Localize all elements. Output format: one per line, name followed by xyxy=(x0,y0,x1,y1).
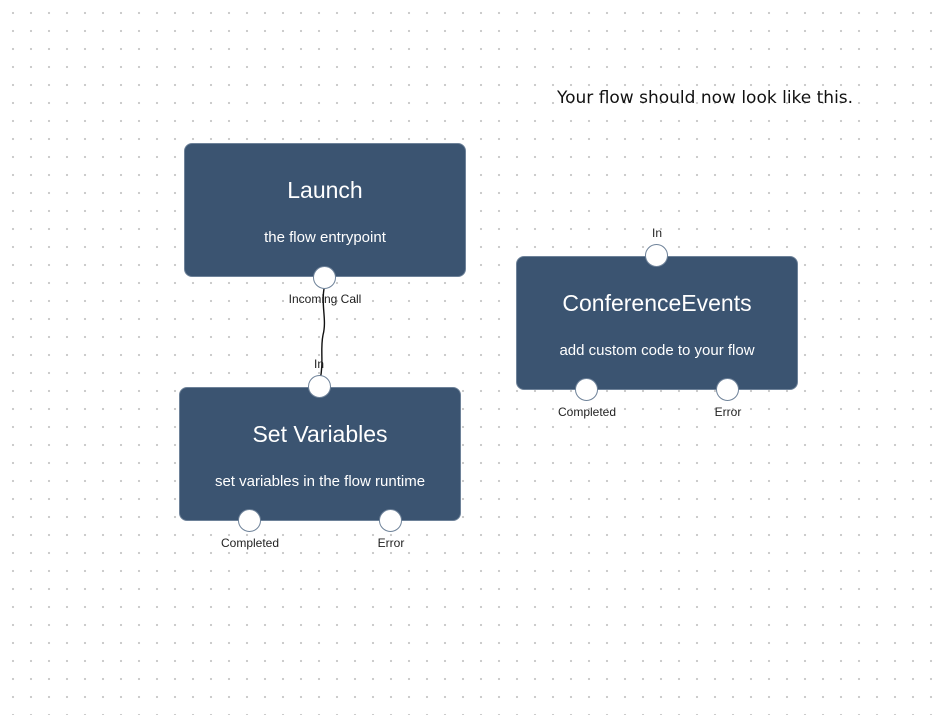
conference-events-completed-port[interactable] xyxy=(575,378,598,401)
conference-events-in-label: In xyxy=(651,226,663,240)
conference-events-description: add custom code to your flow xyxy=(559,342,755,359)
conference-events-error-port[interactable] xyxy=(716,378,739,401)
set-variables-error-port[interactable] xyxy=(379,509,402,532)
launch-incoming-call-port[interactable] xyxy=(313,266,336,289)
launch-incoming-call-label: Incoming Call xyxy=(288,292,362,306)
conference-events-title: ConferenceEvents xyxy=(562,290,752,316)
set-variables-error-label: Error xyxy=(377,536,405,550)
set-variables-title: Set Variables xyxy=(252,421,388,447)
set-variables-completed-port[interactable] xyxy=(238,509,261,532)
conference-events-completed-label: Completed xyxy=(557,405,617,419)
launch-description: the flow entrypoint xyxy=(264,229,386,246)
set-variables-completed-label: Completed xyxy=(220,536,280,550)
set-variables-widget[interactable]: Set Variables set variables in the flow … xyxy=(179,387,461,521)
launch-widget[interactable]: Launch the flow entrypoint xyxy=(184,143,466,277)
set-variables-in-label: In xyxy=(313,357,325,371)
launch-title: Launch xyxy=(287,177,363,203)
instruction-caption: Your flow should now look like this. xyxy=(557,88,854,108)
conference-events-widget[interactable]: ConferenceEvents add custom code to your… xyxy=(516,256,798,390)
conference-events-error-label: Error xyxy=(714,405,742,419)
set-variables-description: set variables in the flow runtime xyxy=(214,473,426,490)
set-variables-in-port[interactable] xyxy=(308,375,331,398)
conference-events-in-port[interactable] xyxy=(645,244,668,267)
